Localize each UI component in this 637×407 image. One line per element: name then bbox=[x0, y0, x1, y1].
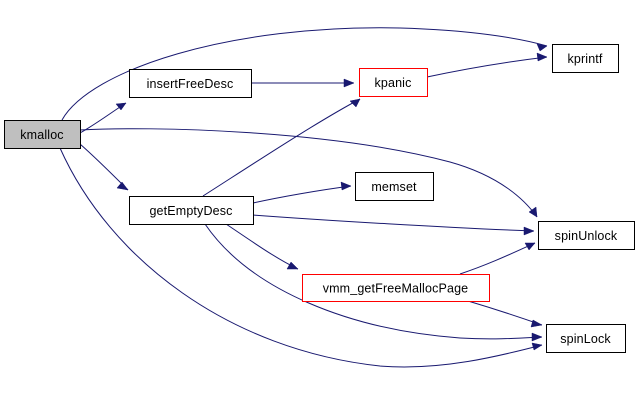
node-label: memset bbox=[371, 180, 417, 194]
edge-insertFreeDesc-to-kpanic bbox=[251, 78, 355, 88]
edge-getEmptyDesc-to-vmm_getFreeMallocPage bbox=[225, 223, 299, 270]
node-kmalloc[interactable]: kmalloc bbox=[4, 120, 81, 149]
node-box[interactable] bbox=[546, 324, 626, 353]
node-memset[interactable]: memset bbox=[355, 172, 434, 201]
node-label: vmm_getFreeMallocPage bbox=[323, 282, 469, 296]
edge-getEmptyDesc-to-kpanic bbox=[202, 98, 361, 197]
arrowhead-icon bbox=[116, 181, 129, 191]
node-vmm_getFreeMallocPage[interactable]: vmm_getFreeMallocPage bbox=[302, 274, 490, 302]
edge-kmalloc-to-getEmptyDesc bbox=[79, 143, 129, 191]
edges-layer bbox=[59, 27, 548, 368]
edge-line bbox=[252, 185, 352, 204]
node-getEmptyDesc[interactable]: getEmptyDesc bbox=[129, 196, 254, 225]
node-label: spinUnlock bbox=[555, 229, 618, 243]
node-box[interactable] bbox=[359, 68, 428, 97]
node-box[interactable] bbox=[538, 221, 635, 250]
edge-line bbox=[252, 214, 535, 232]
arrowhead-icon bbox=[349, 98, 361, 108]
edge-line bbox=[202, 98, 361, 197]
node-label: kmalloc bbox=[20, 128, 63, 142]
edge-line bbox=[459, 242, 536, 275]
node-box[interactable] bbox=[355, 172, 434, 201]
node-label: insertFreeDesc bbox=[147, 77, 234, 91]
node-label: getEmptyDesc bbox=[149, 204, 232, 218]
arrowhead-icon bbox=[530, 319, 543, 328]
arrowhead-icon bbox=[536, 52, 548, 62]
node-label: spinLock bbox=[560, 332, 611, 346]
node-box[interactable] bbox=[302, 274, 490, 302]
arrowhead-icon bbox=[343, 78, 355, 88]
node-box[interactable] bbox=[129, 69, 252, 98]
node-insertFreeDesc[interactable]: insertFreeDesc bbox=[129, 69, 252, 98]
arrowhead-icon bbox=[528, 206, 538, 218]
node-kpanic[interactable]: kpanic bbox=[359, 68, 428, 97]
edge-line bbox=[59, 147, 543, 368]
edge-getEmptyDesc-to-spinLock bbox=[204, 223, 543, 342]
edge-line bbox=[61, 27, 548, 121]
arrowhead-icon bbox=[115, 102, 127, 111]
edge-vmm_getFreeMallocPage-to-spinLock bbox=[467, 300, 543, 328]
arrowhead-icon bbox=[531, 342, 543, 351]
node-box[interactable] bbox=[129, 196, 254, 225]
edge-getEmptyDesc-to-memset bbox=[252, 181, 352, 204]
node-label: kpanic bbox=[374, 76, 411, 90]
edge-kpanic-to-kprintf bbox=[426, 52, 548, 78]
arrowhead-icon bbox=[536, 43, 548, 52]
edge-kmalloc-to-kprintf bbox=[61, 27, 548, 121]
edge-line bbox=[204, 223, 543, 340]
edge-kmalloc-to-insertFreeDesc bbox=[79, 102, 127, 134]
node-spinUnlock[interactable]: spinUnlock bbox=[538, 221, 635, 250]
arrowhead-icon bbox=[523, 226, 535, 236]
edge-line bbox=[79, 128, 538, 218]
arrowhead-icon bbox=[524, 242, 536, 251]
node-kprintf[interactable]: kprintf bbox=[552, 44, 619, 73]
node-box[interactable] bbox=[552, 44, 619, 73]
edge-line bbox=[426, 56, 548, 78]
edge-getEmptyDesc-to-spinUnlock bbox=[252, 214, 535, 236]
edge-kmalloc-to-spinLock bbox=[59, 147, 543, 368]
node-box[interactable] bbox=[4, 120, 81, 149]
node-spinLock[interactable]: spinLock bbox=[546, 324, 626, 353]
arrowhead-icon bbox=[286, 261, 299, 270]
node-label: kprintf bbox=[567, 52, 602, 66]
edge-vmm_getFreeMallocPage-to-spinUnlock bbox=[459, 242, 536, 275]
edge-kmalloc-to-spinUnlock bbox=[79, 128, 538, 218]
edge-line bbox=[225, 223, 299, 270]
arrowhead-icon bbox=[340, 181, 352, 191]
edge-line bbox=[467, 300, 543, 326]
nodes-layer: kmalloc insertFreeDesc kpanic kprintf getEmp… bbox=[4, 44, 635, 353]
arrowhead-icon bbox=[531, 332, 543, 342]
